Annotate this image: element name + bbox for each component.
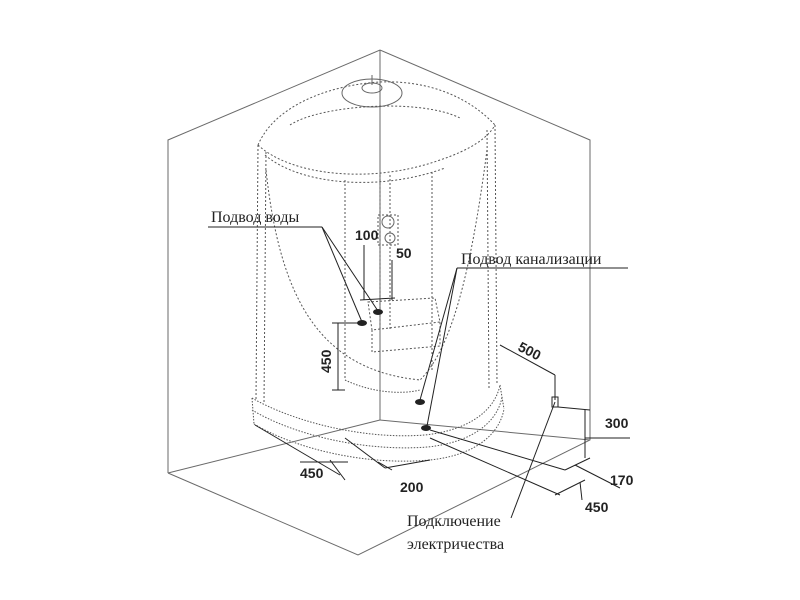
shower-cabin [251, 75, 505, 462]
dim-450-vertical: 450 [318, 349, 334, 373]
electric-label-line1: Подключение [407, 513, 501, 530]
dim-200: 200 [400, 479, 424, 495]
dim-100: 100 [355, 227, 379, 243]
water-inlet-2 [373, 309, 383, 315]
dim-170: 170 [610, 472, 634, 488]
connection-points [357, 309, 559, 431]
dimension-lines [254, 245, 630, 501]
water-inlet-1 [357, 320, 367, 326]
dim-450-right: 450 [585, 499, 609, 515]
room-walls [167, 49, 591, 556]
drain-2 [421, 425, 431, 431]
water-supply-label: Подвод воды [211, 209, 299, 226]
dim-450-left: 450 [300, 465, 324, 481]
drain-1 [415, 399, 425, 405]
dim-500: 500 [516, 338, 544, 363]
water-supply-leader [208, 226, 379, 323]
sewer-label: Подвод канализации [461, 251, 602, 268]
electric-label-line2: электричества [407, 536, 504, 553]
dim-300: 300 [605, 415, 629, 431]
sewer-leader [419, 267, 628, 427]
dim-50: 50 [396, 245, 412, 261]
